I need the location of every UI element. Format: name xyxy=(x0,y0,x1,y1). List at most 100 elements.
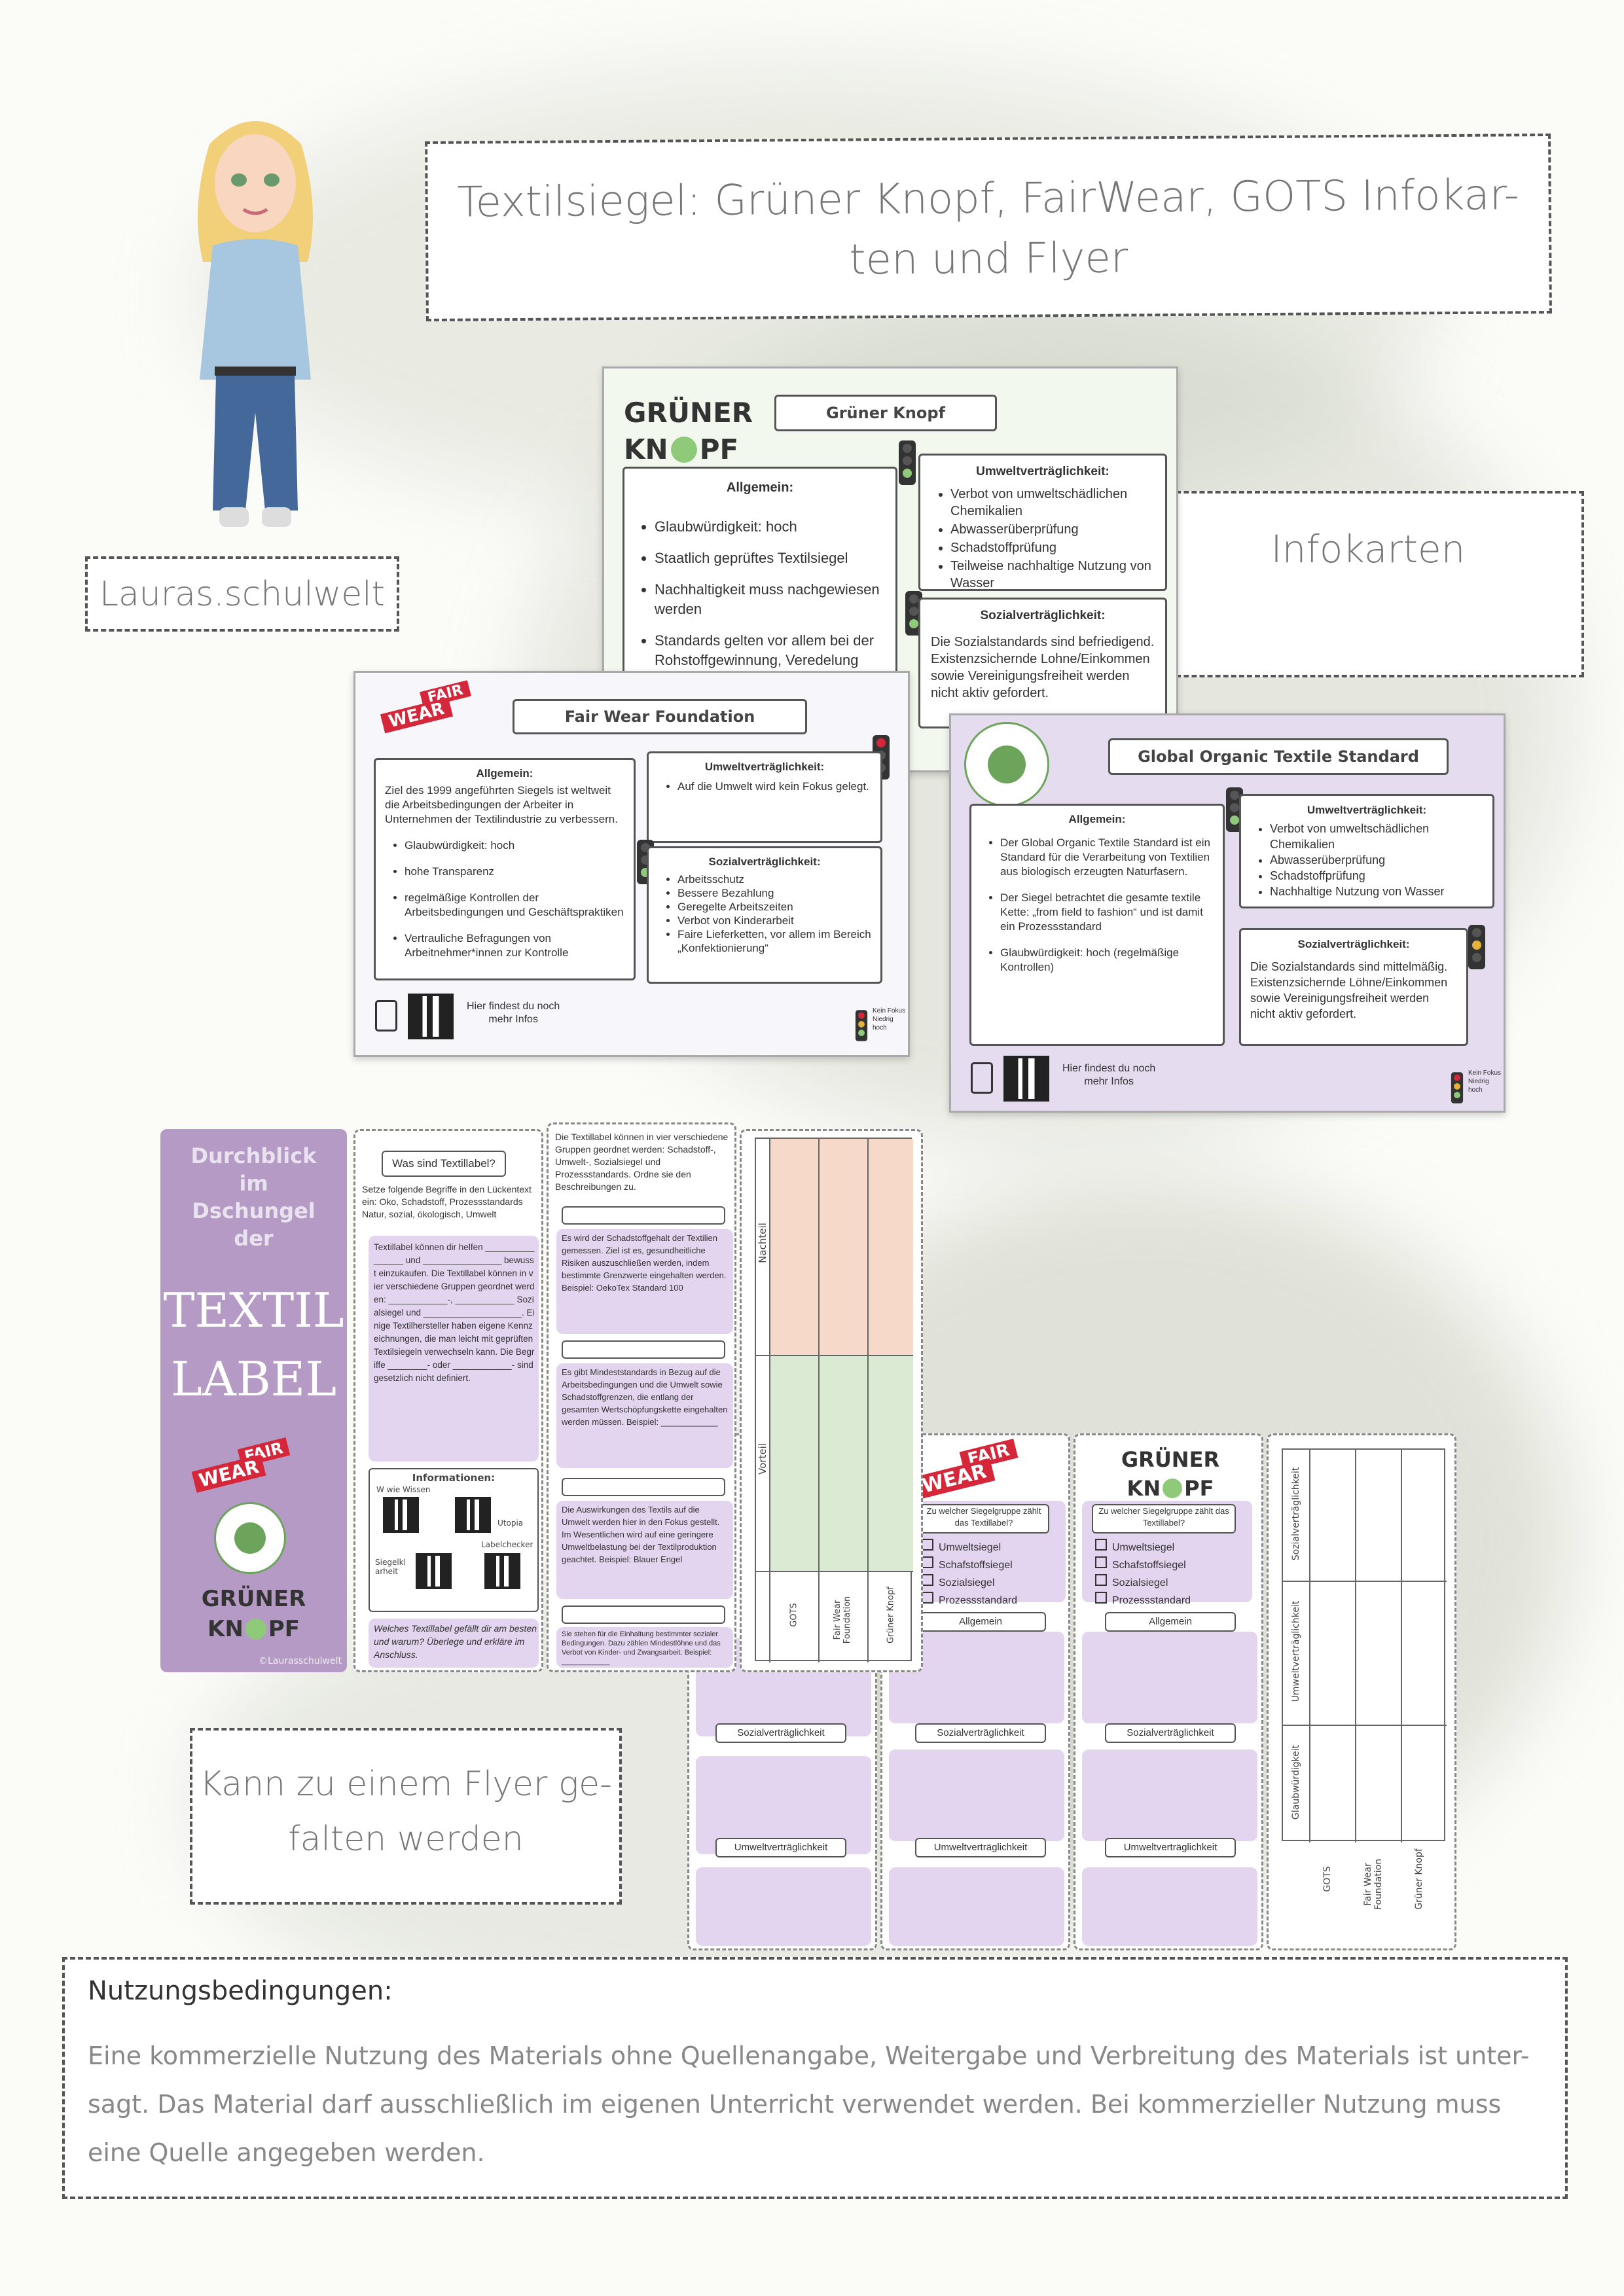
legend-traffic-light-icon xyxy=(855,1010,868,1041)
pros-cons-table: Nachteil Vorteil GOTS Fair Wear Foundati… xyxy=(755,1138,913,1662)
flyer-cover: Durchblick im Dschungel der TEXTIL LABEL… xyxy=(160,1129,347,1672)
gk-sozial-box: Sozialverträglichkeit: Die Sozialstandar… xyxy=(918,598,1167,728)
col-label: Grüner Knopf xyxy=(886,1587,896,1643)
options-list: Umweltsiegel Schafstoffsiegel Sozialsieg… xyxy=(1095,1539,1191,1609)
description-text: Es wird der Schadstoffgehalt der Textili… xyxy=(562,1233,727,1293)
button-icon xyxy=(1163,1479,1183,1498)
infokarten-box: Infokarten xyxy=(1152,491,1584,677)
tablet-icon xyxy=(971,1062,993,1094)
traffic-light-icon xyxy=(899,440,916,485)
gots-logo xyxy=(214,1502,286,1574)
checkbox[interactable] xyxy=(1095,1592,1107,1604)
col-label: GOTS xyxy=(1322,1866,1333,1892)
cover-big-title: TEXTIL LABEL xyxy=(163,1283,344,1407)
flyer-page-1: Was sind Textillabel? Setze folgende Beg… xyxy=(353,1129,543,1672)
qr-code[interactable] xyxy=(455,1497,491,1533)
qr-code[interactable] xyxy=(1003,1056,1049,1102)
section-bar xyxy=(696,1867,871,1946)
col-label: GOTS xyxy=(789,1603,799,1627)
flyer-note-box: Kann zu einem Flyer ge- falten werden xyxy=(190,1728,622,1905)
sozial-label: Sozialverträglichkeit xyxy=(1105,1723,1236,1743)
gots-card-title: Global Organic Textile Standard xyxy=(1108,738,1449,775)
sozial-label: Sozialverträglichkeit xyxy=(715,1723,846,1743)
qr-label: Siegelklarheit xyxy=(375,1558,406,1576)
answer-field[interactable] xyxy=(562,1340,725,1359)
answer-field[interactable] xyxy=(562,1605,725,1624)
umwelt-label: Umweltverträglichkeit xyxy=(715,1838,846,1857)
answer-field[interactable] xyxy=(562,1478,725,1496)
col-label: Fair Wear Foundation xyxy=(833,1596,852,1644)
instruction: Setze folgende Begriffe in den Lückentex… xyxy=(362,1184,532,1219)
qr-code[interactable] xyxy=(408,994,454,1039)
fairwear-logo: FAIR WEAR xyxy=(380,680,493,734)
row-label: Vorteil xyxy=(757,1443,768,1475)
qr-code[interactable] xyxy=(416,1553,452,1589)
answer-field[interactable] xyxy=(562,1206,725,1225)
siegelgruppe-question: Zu welcher Siegelgruppe zählt das Textil… xyxy=(1092,1504,1236,1534)
checkbox[interactable] xyxy=(1095,1574,1107,1586)
checkbox[interactable] xyxy=(922,1592,933,1604)
flyer-page-3: Nachteil Vorteil GOTS Fair Wear Foundati… xyxy=(740,1129,923,1672)
fw-card-title: Fair Wear Foundation xyxy=(513,699,807,734)
col-label: Fair Wear Foundation xyxy=(1363,1858,1384,1910)
description-panel xyxy=(556,1501,733,1599)
section-bar xyxy=(1082,1749,1257,1841)
tablet-icon xyxy=(375,1000,397,1031)
info-box: Informationen: W wie Wissen Utopia Label… xyxy=(369,1468,539,1612)
checkbox[interactable] xyxy=(922,1574,933,1586)
sozial-label: Sozialverträglichkeit xyxy=(915,1723,1046,1743)
fairwear-logo: FAIR WEAR xyxy=(913,1439,1046,1499)
button-icon xyxy=(670,437,697,463)
description-panel xyxy=(556,1363,733,1468)
flyer-note: Kann zu einem Flyer ge- falten werden xyxy=(200,1765,612,1859)
infokarten-label: Infokarten xyxy=(1271,527,1466,571)
question-title: Was sind Textillabel? xyxy=(382,1151,506,1177)
qr-label: Utopia xyxy=(497,1518,524,1528)
gots-sozial-box: Sozialverträglichkeit: Die Sozialstandar… xyxy=(1239,928,1468,1046)
avatar xyxy=(198,121,313,527)
gots-card: Global Organic Textile Standard Allgemei… xyxy=(949,713,1506,1113)
umwelt-label: Umweltverträglichkeit xyxy=(1105,1838,1236,1857)
button-icon xyxy=(245,1619,266,1640)
fw-sozial-box: Sozialverträglichkeit: Arbeitsschutz Bes… xyxy=(647,846,882,984)
row-label: Umweltverträglichkeit xyxy=(1291,1600,1301,1702)
gk-card-title: Grüner Knopf xyxy=(774,395,997,431)
description-text: Es gibt Mindeststandards in Bezug auf di… xyxy=(562,1367,728,1427)
comparison-table: Sozialverträglichkeit Umweltverträglichk… xyxy=(1282,1448,1447,1842)
intro-text: Die Textillabel können in vier verschied… xyxy=(555,1132,729,1192)
gots-logo xyxy=(964,722,1049,807)
description-panel xyxy=(556,1229,733,1334)
description-text: Sie stehen für die Einhaltung bestimmter… xyxy=(562,1630,721,1666)
title-box: Textilsiegel: Grüner Knopf, FairWear, GO… xyxy=(425,133,1552,322)
flyer-back-table: Sozialverträglichkeit Umweltverträglichk… xyxy=(1267,1433,1456,1950)
section-bar xyxy=(1082,1867,1257,1946)
qr-code[interactable] xyxy=(484,1553,520,1589)
reflection-question: Welches Textillabel gefällt dir am beste… xyxy=(374,1623,537,1660)
brand-name: Lauras.schulwelt xyxy=(99,575,386,614)
checkbox[interactable] xyxy=(922,1539,933,1551)
flyer-page-2: Die Textillabel können in vier verschied… xyxy=(547,1122,736,1672)
qr-label: W wie Wissen xyxy=(376,1485,431,1494)
reflection-panel xyxy=(369,1619,539,1668)
checkbox[interactable] xyxy=(1095,1539,1107,1551)
qr-code[interactable] xyxy=(383,1497,419,1533)
allgemein-label: Allgemein xyxy=(915,1612,1046,1632)
col-label: Grüner Knopf xyxy=(1414,1848,1424,1910)
checkbox[interactable] xyxy=(1095,1556,1107,1568)
terms-heading: Nutzungsbedingungen: xyxy=(88,1976,393,2006)
gots-allgemein-box: Allgemein: Der Global Organic Textile St… xyxy=(969,804,1225,1046)
description-panel xyxy=(556,1627,733,1668)
fairwear-logo: FAIR WEAR xyxy=(191,1437,298,1493)
allgemein-label: Allgemein xyxy=(1105,1612,1236,1632)
checkbox[interactable] xyxy=(922,1556,933,1568)
fw-allgemein-box: Allgemein: Ziel des 1999 angeführten Sie… xyxy=(374,758,636,980)
cloze-panel xyxy=(369,1236,539,1462)
row-label: Glaubwürdigkeit xyxy=(1291,1744,1301,1820)
